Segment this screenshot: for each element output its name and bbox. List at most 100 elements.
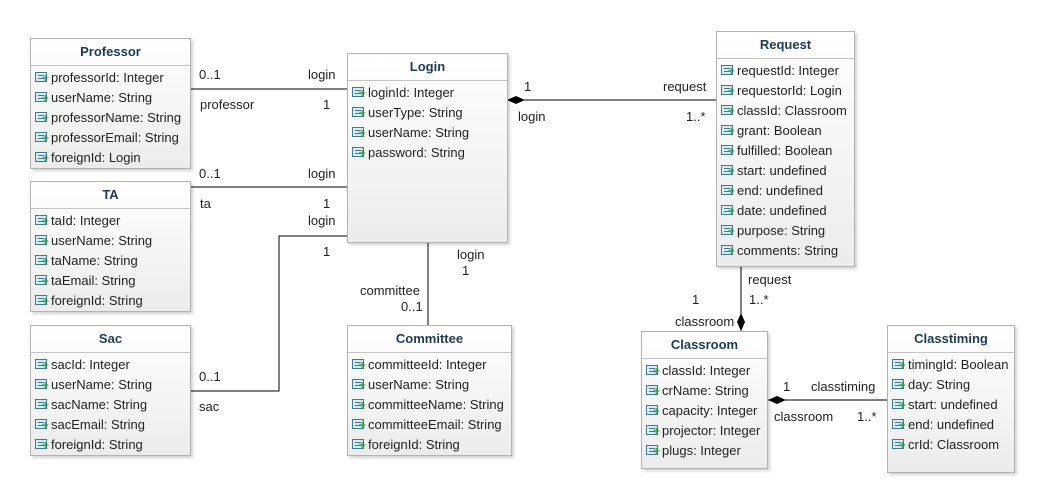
attribute-row[interactable]: day: String — [888, 375, 1014, 395]
attribute-row[interactable]: start: undefined — [888, 395, 1014, 415]
attribute-text: fulfilled: Boolean — [737, 143, 833, 158]
class-title: TA — [31, 182, 190, 209]
attribute-row[interactable]: date: undefined — [717, 201, 854, 221]
multiplicity-classtiming: 1..* — [857, 409, 877, 424]
attribute-text: start: undefined — [737, 163, 827, 178]
class-committee[interactable]: Committee committeeId: IntegeruserName: … — [347, 325, 512, 456]
attribute-row[interactable]: projector: Integer — [642, 421, 767, 441]
attribute-row[interactable]: timingId: Boolean — [888, 355, 1014, 375]
attribute-row[interactable]: loginId: Integer — [348, 83, 507, 103]
attribute-row[interactable]: comments: String — [717, 241, 854, 261]
attribute-row[interactable]: taName: String — [31, 251, 190, 271]
attribute-icon — [352, 147, 366, 159]
attribute-row[interactable]: userName: String — [31, 375, 190, 395]
attribute-icon — [721, 85, 735, 97]
attribute-text: professorName: String — [51, 110, 182, 125]
attribute-list: timingId: Boolean day: String start: undef… — [888, 353, 1014, 455]
class-ta[interactable]: TA taId: Integer userName: String taName: … — [30, 181, 191, 312]
role-request-classroom: request — [748, 272, 792, 287]
attribute-row[interactable]: classId: Integer — [642, 361, 767, 381]
class-login[interactable]: Login loginId: IntegeruserType: Stringus… — [347, 53, 508, 243]
attribute-row[interactable]: classId: Classroom — [717, 101, 854, 121]
attribute-text: classId: Integer — [662, 363, 751, 378]
attribute-text: capacity: Integer — [662, 403, 758, 418]
attribute-icon — [35, 359, 49, 371]
attribute-icon — [35, 72, 49, 84]
attribute-row[interactable]: grant: Boolean — [717, 121, 854, 141]
attribute-row[interactable]: crName: String — [642, 381, 767, 401]
attribute-text: comments: String — [737, 243, 839, 258]
role-ta: ta — [200, 196, 211, 211]
attribute-row[interactable]: sacName: String — [31, 395, 190, 415]
attribute-row[interactable]: committeeEmail: String — [348, 415, 511, 435]
role-login-committee: login — [457, 247, 485, 262]
attribute-row[interactable]: plugs: Integer — [642, 441, 767, 461]
attribute-row[interactable]: foreignId: String — [31, 291, 190, 311]
attribute-icon — [892, 439, 906, 451]
attribute-row[interactable]: foreignId: String — [348, 435, 511, 455]
attribute-icon — [721, 225, 735, 237]
class-professor[interactable]: Professor professorId: IntegeruserName: … — [30, 38, 191, 169]
attribute-text: loginId: Integer — [368, 85, 455, 100]
role-classtiming: classtiming — [811, 379, 876, 394]
attribute-row[interactable]: sacEmail: String — [31, 415, 190, 435]
multiplicity-login-committee: 1 — [462, 263, 470, 278]
attribute-row[interactable]: fulfilled: Boolean — [717, 141, 854, 161]
attribute-row[interactable]: taEmail: String — [31, 271, 190, 291]
attribute-row[interactable]: requestorId: Login — [717, 81, 854, 101]
multiplicity-login-request: 1 — [524, 79, 532, 94]
attribute-row[interactable]: foreignId: Login — [31, 148, 190, 168]
attribute-row[interactable]: professorId: Integer — [31, 68, 190, 88]
attribute-text: start: undefined — [908, 397, 998, 412]
attribute-row[interactable]: userType: String — [348, 103, 507, 123]
attribute-row[interactable]: professorName: String — [31, 108, 190, 128]
attribute-text: userName: String — [368, 377, 470, 392]
class-request[interactable]: Request requestId: IntegerrequestorId: L… — [716, 31, 855, 267]
attribute-text: day: String — [908, 377, 971, 392]
attribute-icon — [35, 295, 49, 307]
attribute-text: userName: String — [51, 233, 153, 248]
attribute-row[interactable]: userName: String — [348, 123, 507, 143]
attribute-row[interactable]: end: undefined — [717, 181, 854, 201]
attribute-row[interactable]: requestId: Integer — [717, 61, 854, 81]
composition-diamond-classroom-classtiming — [768, 396, 786, 404]
attribute-text: professorId: Integer — [51, 70, 164, 85]
attribute-icon — [35, 419, 49, 431]
attribute-row[interactable]: taId: Integer — [31, 211, 190, 231]
attribute-text: sacId: Integer — [51, 357, 130, 372]
attribute-row[interactable]: purpose: String — [717, 221, 854, 241]
role-professor: professor — [200, 97, 255, 112]
multiplicity-login-professor: 1 — [323, 97, 331, 112]
attribute-row[interactable]: userName: String — [31, 88, 190, 108]
attribute-row[interactable]: password: String — [348, 143, 507, 163]
role-sac: sac — [199, 399, 220, 414]
attribute-icon — [352, 127, 366, 139]
attribute-icon — [35, 379, 49, 391]
attribute-icon — [35, 235, 49, 247]
class-classroom[interactable]: Classroom classId: IntegercrName: String… — [641, 331, 768, 469]
multiplicity-sac: 0..1 — [199, 369, 221, 384]
attribute-text: grant: Boolean — [737, 123, 822, 138]
attribute-row[interactable]: foreignId: String — [31, 435, 190, 455]
attribute-row[interactable]: end: undefined — [888, 415, 1014, 435]
attribute-text: end: undefined — [737, 183, 824, 198]
attribute-icon — [352, 87, 366, 99]
attribute-row[interactable]: committeeId: Integer — [348, 355, 511, 375]
attribute-row[interactable]: crId: Classroom — [888, 435, 1014, 455]
attribute-text: committeeEmail: String — [368, 417, 502, 432]
attribute-row[interactable]: start: undefined — [717, 161, 854, 181]
attribute-row[interactable]: capacity: Integer — [642, 401, 767, 421]
role-login-sac: login — [308, 213, 336, 228]
class-classtiming[interactable]: Classtiming timingId: Booleanday: String… — [887, 325, 1015, 473]
class-sac[interactable]: Sac sacId: IntegeruserName: StringsacNam… — [30, 325, 191, 456]
attribute-row[interactable]: userName: String — [31, 231, 190, 251]
attribute-row[interactable]: userName: String — [348, 375, 511, 395]
attribute-icon — [352, 419, 366, 431]
attribute-row[interactable]: committeeName: String — [348, 395, 511, 415]
attribute-icon — [352, 107, 366, 119]
attribute-icon — [35, 255, 49, 267]
attribute-icon — [721, 105, 735, 117]
attribute-row[interactable]: sacId: Integer — [31, 355, 190, 375]
attribute-text: sacEmail: String — [51, 417, 145, 432]
attribute-row[interactable]: professorEmail: String — [31, 128, 190, 148]
